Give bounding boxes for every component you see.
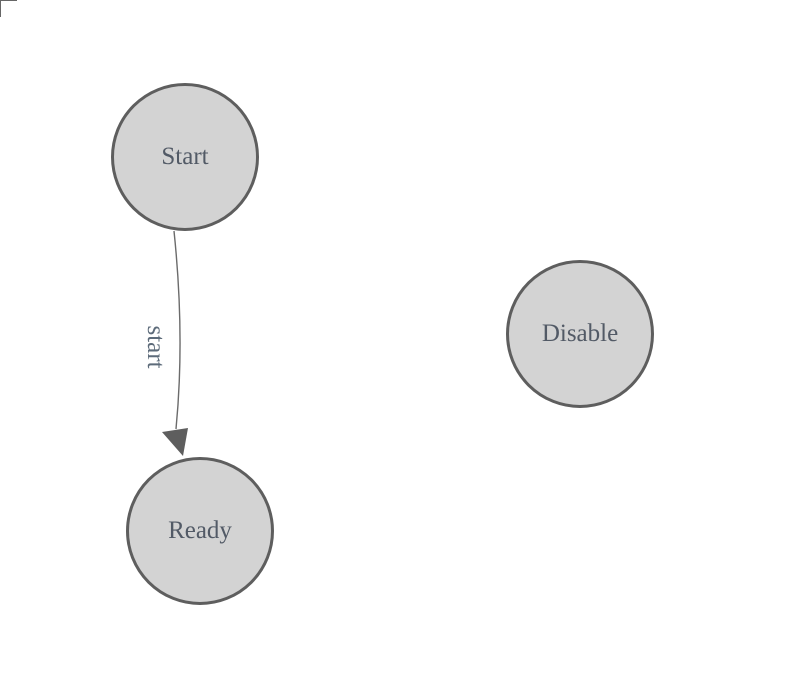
state-node-start-label: Start	[161, 143, 209, 170]
state-node-ready[interactable]: Ready	[126, 457, 274, 605]
state-node-start[interactable]: Start	[111, 83, 259, 231]
edge-path[interactable]	[173, 230, 181, 430]
state-node-disable-label: Disable	[541, 320, 619, 347]
arrowhead-icon	[162, 428, 188, 456]
edge-label[interactable]: start	[142, 325, 169, 368]
transition-edge-start-to-ready[interactable]: start	[142, 230, 188, 456]
canvas-origin-mark	[0, 0, 17, 17]
state-node-ready-label: Ready	[168, 517, 232, 544]
state-node-disable[interactable]: Disable	[506, 260, 654, 408]
